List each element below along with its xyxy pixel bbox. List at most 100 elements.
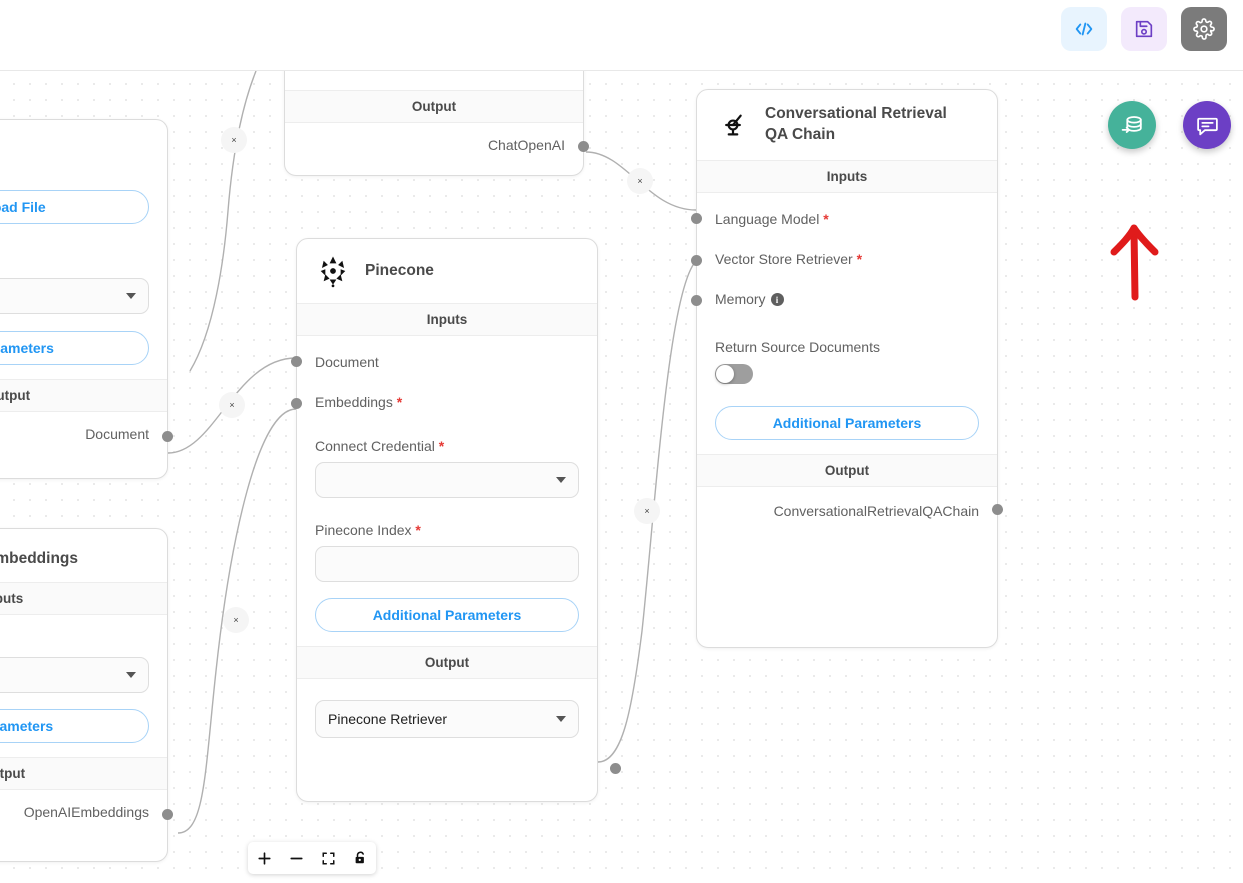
input-port-document[interactable] — [291, 356, 302, 367]
fit-screen-icon — [322, 852, 334, 864]
info-icon[interactable]: i — [770, 293, 784, 307]
node-header: Embeddings — [0, 529, 167, 582]
delete-edge-button[interactable]: × — [634, 498, 660, 524]
input-label: Document — [315, 354, 379, 370]
input-row-document: Document — [291, 336, 597, 378]
close-icon: × — [233, 615, 239, 625]
node-title: Pinecone — [365, 261, 434, 279]
output-port-pinecone[interactable] — [610, 763, 621, 774]
return-source-documents-toggle[interactable] — [715, 363, 753, 384]
input-row-vector-store-retriever: Vector Store Retriever * — [691, 235, 997, 275]
pinecone-index-input[interactable] — [315, 546, 579, 582]
close-icon: × — [229, 400, 235, 410]
output-port-chatopenai[interactable] — [578, 141, 589, 152]
pinecone-output-select[interactable]: Pinecone Retriever — [315, 700, 579, 738]
settings-button[interactable] — [1181, 7, 1227, 51]
page-select-wrapper: er page — [0, 278, 167, 314]
output-row-openaiembeddings: OpenAIEmbeddings — [0, 790, 173, 834]
output-port-qa-chain[interactable] — [992, 503, 1003, 515]
input-label: Memory — [715, 290, 766, 307]
red-arrow-annotation — [1104, 219, 1166, 306]
node-openai-embeddings[interactable]: Embeddings Inputs al * nal Parameters Ou… — [0, 528, 173, 862]
pinecone-output-wrapper: Pinecone Retriever — [297, 700, 621, 774]
output-section-header: Output — [0, 756, 167, 790]
additional-parameters-button[interactable]: Additional Parameters — [715, 405, 979, 440]
chevron-down-icon — [556, 477, 566, 483]
connect-credential-label-text: Connect Credential — [315, 438, 435, 454]
input-port-vector-store-retriever[interactable] — [691, 254, 702, 266]
input-port-language-model[interactable] — [691, 212, 702, 224]
credential-label: al * — [0, 633, 167, 649]
lock-toggle-button[interactable] — [344, 842, 376, 874]
delete-edge-button[interactable]: × — [219, 392, 245, 418]
code-icon — [1075, 22, 1093, 36]
credential-select[interactable] — [0, 656, 149, 693]
output-section-header: Output — [0, 379, 167, 412]
edge-upper-left — [189, 71, 257, 372]
close-icon: × — [637, 176, 643, 186]
plus-icon — [257, 851, 271, 865]
output-port-openaiembeddings[interactable] — [162, 808, 173, 820]
output-row-document: Document — [0, 412, 173, 456]
pinecone-index-label: Pinecone Index * — [297, 522, 597, 538]
canvas-controls — [248, 842, 376, 874]
chat-button[interactable] — [1183, 101, 1231, 149]
output-row-qa-chain: ConversationalRetrievalQAChain — [697, 487, 1003, 533]
fit-view-button[interactable] — [312, 842, 344, 874]
node-title: Conversational Retrieval QA Chain — [765, 105, 947, 143]
view-code-button[interactable] — [1061, 7, 1107, 51]
input-label: Vector Store Retriever — [715, 250, 853, 267]
additional-parameters-button[interactable]: al Parameters — [0, 331, 149, 365]
gear-icon — [1193, 18, 1215, 40]
inputs-section-header: Inputs — [697, 159, 997, 193]
node-conversational-retrieval-qa-chain[interactable]: Conversational Retrieval QA Chain Inputs… — [691, 89, 1003, 648]
required-asterisk: * — [411, 522, 421, 538]
output-label: ConversationalRetrievalQAChain — [773, 502, 979, 519]
output-label: Document — [85, 426, 149, 442]
input-port-memory[interactable] — [691, 294, 702, 306]
node-chatopenai[interactable]: Output ChatOpenAI — [284, 71, 589, 176]
pinecone-icon-glyph — [320, 256, 346, 288]
inputs-section-header: Inputs — [0, 581, 167, 615]
additional-parameters-button[interactable]: nal Parameters — [0, 708, 149, 743]
output-port-document[interactable] — [162, 431, 173, 442]
upload-file-button[interactable]: Upload File — [0, 190, 149, 224]
top-toolbar — [0, 0, 1243, 71]
output-section-header: Output — [297, 646, 597, 679]
delete-edge-button[interactable]: × — [627, 168, 653, 194]
required-asterisk: * — [852, 250, 863, 267]
delete-edge-button[interactable]: × — [223, 607, 249, 633]
save-chatflow-button[interactable] — [1121, 7, 1167, 51]
zoom-out-button[interactable] — [280, 842, 312, 874]
node-body-clipped — [285, 71, 583, 90]
flow-canvas[interactable]: × × × × × Output ChatOpenAI Upload File … — [0, 71, 1243, 883]
node-pinecone[interactable]: Pinecone Inputs Document Embeddings * Co… — [291, 238, 621, 802]
upsert-vector-database-button[interactable] — [1108, 101, 1156, 149]
input-label: Embeddings — [315, 394, 393, 410]
delete-edge-button[interactable]: × — [221, 127, 247, 153]
input-port-embeddings[interactable] — [291, 398, 302, 409]
connect-credential-select[interactable] — [315, 462, 579, 498]
output-label: OpenAIEmbeddings — [23, 803, 149, 820]
page-select[interactable]: er page — [0, 278, 149, 314]
node-header: Pinecone — [297, 239, 597, 303]
node-document-loader[interactable]: Upload File er page al Parameters Output… — [0, 119, 173, 479]
node-title: Embeddings — [0, 550, 79, 567]
chain-icon-glyph — [725, 114, 742, 136]
input-row-language-model: Language Model * — [691, 193, 997, 235]
pinecone-index-label-text: Pinecone Index — [315, 522, 412, 538]
connect-credential-label: Connect Credential * — [297, 438, 597, 454]
zoom-in-button[interactable] — [248, 842, 280, 874]
close-icon: × — [644, 506, 650, 516]
additional-parameters-button[interactable]: Additional Parameters — [315, 598, 579, 632]
required-asterisk: * — [434, 438, 445, 454]
close-icon: × — [231, 135, 237, 145]
credential-select-wrapper — [0, 656, 167, 693]
toolbar-actions — [1061, 7, 1227, 51]
chat-bubble-icon — [1196, 117, 1218, 135]
chevron-down-icon — [126, 293, 136, 299]
node-header: Conversational Retrieval QA Chain — [697, 90, 997, 160]
pinecone-icon — [315, 253, 351, 289]
